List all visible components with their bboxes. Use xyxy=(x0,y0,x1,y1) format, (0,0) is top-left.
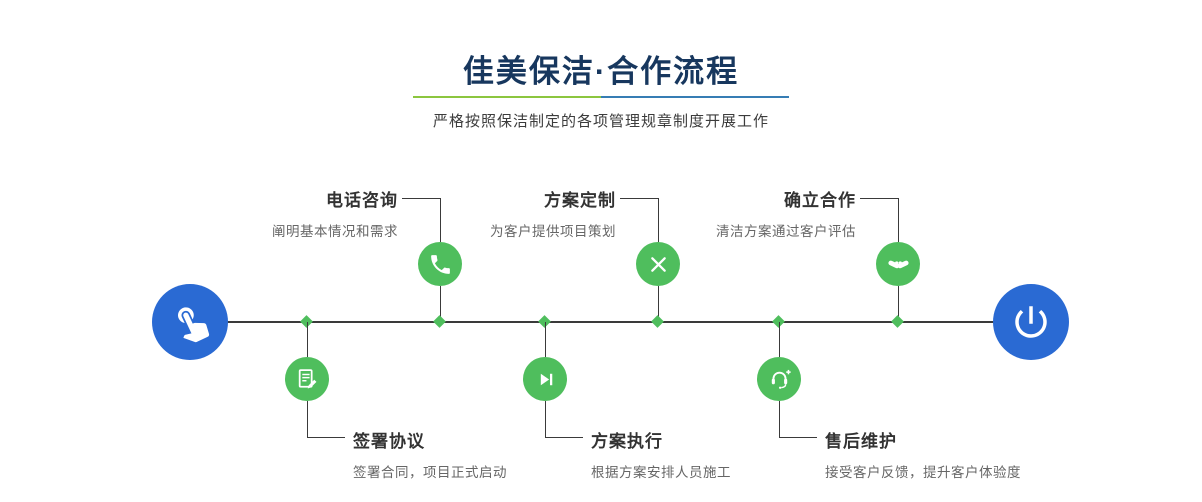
step-label-plan-execute: 方案执行 根据方案安排人员施工 xyxy=(591,427,731,481)
connector-line xyxy=(860,198,898,199)
step-title: 方案执行 xyxy=(591,432,663,451)
connector-line xyxy=(545,322,546,357)
pointing-hand-icon xyxy=(178,307,210,343)
divider-green-segment xyxy=(413,96,601,98)
step-node-design xyxy=(636,242,680,286)
step-desc: 根据方案安排人员施工 xyxy=(591,465,731,480)
contract-sign-icon xyxy=(298,368,316,388)
play-next-icon xyxy=(540,373,552,385)
step-title: 电话咨询 xyxy=(326,191,398,210)
timeline-diamond xyxy=(433,315,446,328)
step-label-after-sales: 售后维护 接受客户反馈，提升客户体验度 xyxy=(825,427,1021,481)
connector-line xyxy=(779,437,817,438)
connector-line xyxy=(898,286,899,322)
connector-line xyxy=(545,401,546,437)
connector-line xyxy=(440,198,441,242)
phone-icon xyxy=(430,254,450,274)
connector-line xyxy=(658,286,659,322)
page-subtitle: 严格按照保洁制定的各项管理规章制度开展工作 xyxy=(432,113,769,130)
step-title: 方案定制 xyxy=(544,191,616,210)
connector-line xyxy=(545,437,583,438)
step-desc: 签署合同，项目正式启动 xyxy=(353,465,507,480)
start-endpoint xyxy=(152,284,228,360)
divider-blue-segment xyxy=(601,96,789,98)
connector-line xyxy=(307,437,345,438)
end-endpoint xyxy=(993,284,1069,360)
title-divider xyxy=(413,96,789,98)
step-label-plan-custom: 方案定制 为客户提供项目策划 xyxy=(490,186,616,240)
step-title: 确立合作 xyxy=(784,191,856,210)
timeline-line xyxy=(190,321,1031,323)
step-desc: 接受客户反馈，提升客户体验度 xyxy=(825,465,1021,480)
power-icon xyxy=(1015,306,1047,338)
connector-line xyxy=(898,198,899,242)
connector-line xyxy=(779,401,780,437)
connector-line xyxy=(658,198,659,242)
step-node-handshake xyxy=(876,242,920,286)
connector-line xyxy=(779,322,780,357)
step-title: 售后维护 xyxy=(825,432,897,451)
step-desc: 清洁方案通过客户评估 xyxy=(716,224,856,239)
handshake-icon xyxy=(887,260,909,268)
step-node-execute xyxy=(523,357,567,401)
step-label-phone-consult: 电话咨询 阐明基本情况和需求 xyxy=(272,186,398,240)
step-label-sign-agreement: 签署协议 签署合同，项目正式启动 xyxy=(353,427,507,481)
timeline-diamond xyxy=(651,315,664,328)
step-node-service xyxy=(757,357,801,401)
step-node-phone xyxy=(418,242,462,286)
step-desc: 阐明基本情况和需求 xyxy=(272,224,398,239)
design-tools-icon xyxy=(650,256,666,272)
headset-service-icon xyxy=(771,369,791,389)
connector-line xyxy=(307,322,308,357)
connector-line xyxy=(307,401,308,437)
connector-line xyxy=(402,198,440,199)
page-title: 佳美保洁·合作流程 xyxy=(462,54,740,89)
step-desc: 为客户提供项目策划 xyxy=(490,224,616,239)
connector-line xyxy=(440,286,441,322)
timeline-diamond xyxy=(891,315,904,328)
connector-line xyxy=(620,198,658,199)
step-title: 签署协议 xyxy=(353,432,425,451)
step-node-contract xyxy=(285,357,329,401)
step-label-establish-coop: 确立合作 清洁方案通过客户评估 xyxy=(716,186,856,240)
